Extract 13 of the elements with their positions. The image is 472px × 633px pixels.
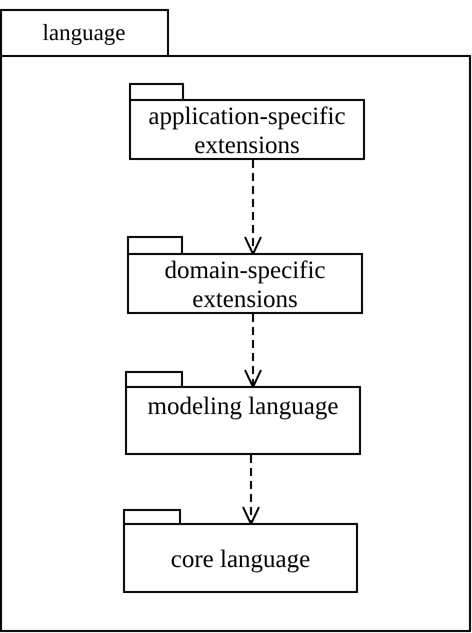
dependency-arrow [244,160,262,255]
package-name: core language [170,545,312,574]
package-name: modeling language [146,392,340,421]
package-name: application-specific extensions [147,102,347,160]
package [123,509,358,593]
package-name: language [42,18,126,46]
package [0,9,471,632]
dependency-arrow [244,314,262,388]
package [125,371,361,455]
package-name: domain-specific extensions [163,256,327,314]
package [127,236,363,314]
package [129,83,365,160]
dependency-arrow [242,455,260,525]
